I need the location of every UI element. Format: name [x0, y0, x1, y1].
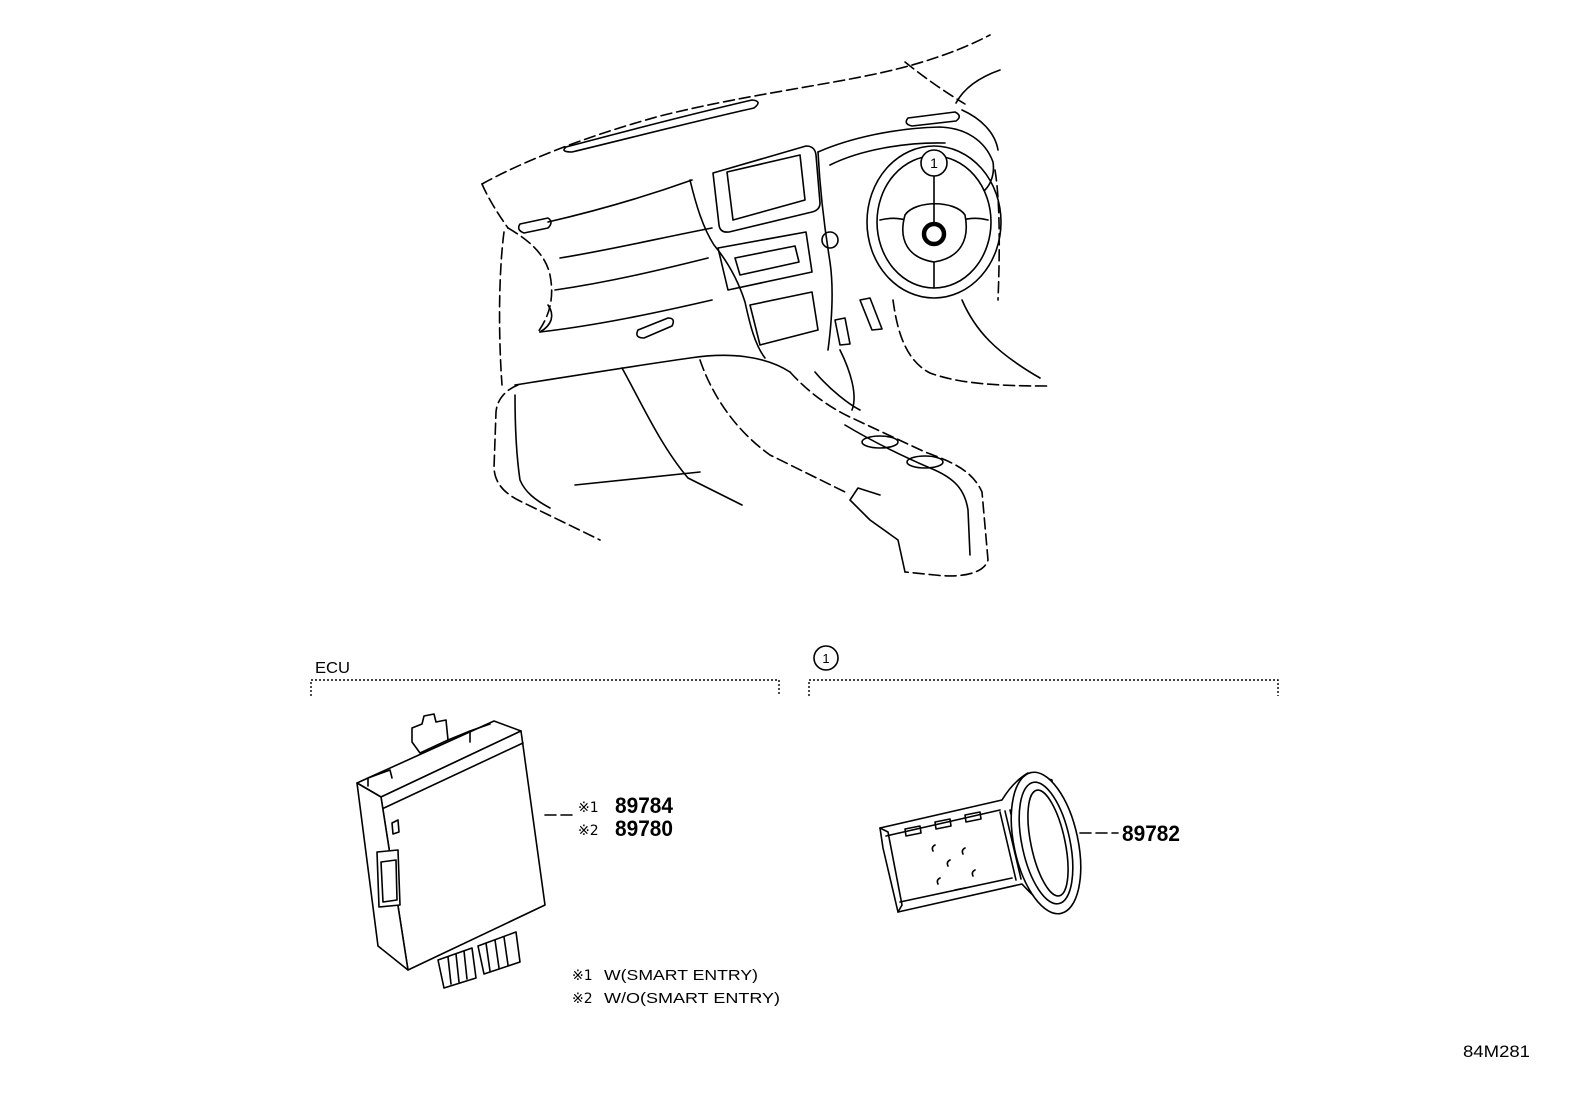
display-screen — [726, 154, 806, 221]
dashboard-illustration — [481, 34, 1049, 577]
right-dash-curve — [961, 109, 999, 151]
part-number-89782[interactable]: 89782 — [1122, 821, 1180, 846]
driver-floor-line — [961, 299, 1041, 379]
footnotes: ※1 W(SMART ENTRY) ※2 W/O(SMART ENTRY) — [572, 967, 780, 1007]
brake-pedal — [834, 317, 851, 346]
ecu-side-port-inner — [380, 859, 398, 903]
console-lower — [849, 487, 906, 573]
cluster-hood — [817, 126, 995, 191]
switch-slot-3 — [964, 811, 982, 823]
part-marker-1: ※1 — [578, 800, 599, 816]
console-outline — [789, 371, 989, 577]
ecu-connector-teeth — [447, 936, 509, 985]
push-start-switch-location — [921, 221, 947, 247]
switch-bracket-line — [808, 679, 1279, 696]
glovebox-handle — [636, 317, 675, 339]
ecu-illustration — [356, 713, 577, 989]
ecu-part-labels: ※1 89784 ※2 89780 — [578, 793, 674, 841]
side-vent-right — [905, 111, 961, 127]
ecu-section-bracket: ECU — [310, 660, 780, 696]
right-pillar — [955, 69, 1001, 104]
ecu-side-clip — [391, 819, 400, 835]
dash-top-outline — [481, 34, 991, 185]
cupholder-front — [861, 435, 899, 449]
ecu-top-rib — [447, 723, 491, 743]
switch-slot-2 — [934, 818, 952, 830]
note-text-1: W(SMART ENTRY) — [604, 967, 758, 984]
switch-section-bracket: 1 — [808, 645, 1279, 696]
passenger-dash-line-upper — [559, 227, 713, 259]
ecu-section-label: ECU — [315, 660, 350, 677]
push-start-switch-illustration: 89782 — [879, 771, 1180, 915]
accelerator-pedal — [859, 297, 883, 331]
center-stack-left — [689, 179, 766, 359]
cluster-hood-inner — [829, 142, 946, 166]
ecu-bracket-line — [310, 679, 780, 696]
steering-callout-number: 1 — [930, 155, 938, 171]
ecu-top-connector — [411, 713, 449, 754]
note-text-2: W/O(SMART ENTRY) — [604, 990, 780, 1007]
dash-left-edge — [498, 231, 505, 386]
switch-section-callout-number: 1 — [822, 651, 829, 666]
door-sill-inner — [514, 394, 551, 509]
note-marker-2: ※2 — [572, 991, 593, 1007]
part-marker-2: ※2 — [578, 823, 599, 839]
windshield-pillar-line — [904, 61, 966, 105]
dash-front-edge — [481, 183, 509, 229]
shift-area-edge — [814, 371, 861, 411]
driver-floor-outline — [892, 299, 1049, 387]
steering-wheel-rim-outer — [866, 145, 1002, 299]
switch-section-callout-circle — [813, 645, 839, 671]
lower-center-panel — [749, 291, 819, 346]
center-vent — [734, 245, 800, 276]
steering-callout-circle — [920, 149, 948, 177]
part-number-89780[interactable]: 89780 — [615, 816, 673, 841]
door-sill-outline — [493, 384, 601, 541]
glovebox-line — [539, 299, 713, 333]
part-number-89784[interactable]: 89784 — [615, 793, 674, 818]
floor-line — [574, 471, 701, 486]
glovebox-corner — [539, 304, 553, 333]
side-vent-left — [517, 217, 552, 234]
control-panel — [717, 231, 813, 291]
center-stack-right — [817, 151, 833, 351]
switch-body-back — [879, 827, 903, 913]
floor-contour — [621, 367, 743, 506]
switch-button-face — [1027, 789, 1069, 897]
cupholder-rear — [906, 455, 944, 469]
display-bezel — [712, 145, 821, 233]
switch-terminal-marks — [931, 844, 976, 891]
diagram-code: 84M281 — [1463, 1042, 1530, 1061]
dash-surface-line — [547, 179, 693, 223]
floor-contour-center — [699, 359, 846, 493]
passenger-dash-line-lower — [554, 257, 709, 291]
ecu-top-step — [367, 769, 393, 787]
switch-slot-1 — [904, 825, 922, 837]
control-knob — [821, 231, 839, 249]
defroster-vent — [563, 99, 759, 153]
note-marker-1: ※1 — [572, 968, 593, 984]
ecu-top-edge-line — [383, 742, 524, 809]
lower-dash-line — [514, 354, 791, 386]
driver-door-line — [994, 169, 1001, 301]
steering-wheel: 1 — [866, 145, 1002, 299]
switch-bezel-inner — [1018, 781, 1074, 905]
passenger-dash-side — [507, 227, 553, 333]
